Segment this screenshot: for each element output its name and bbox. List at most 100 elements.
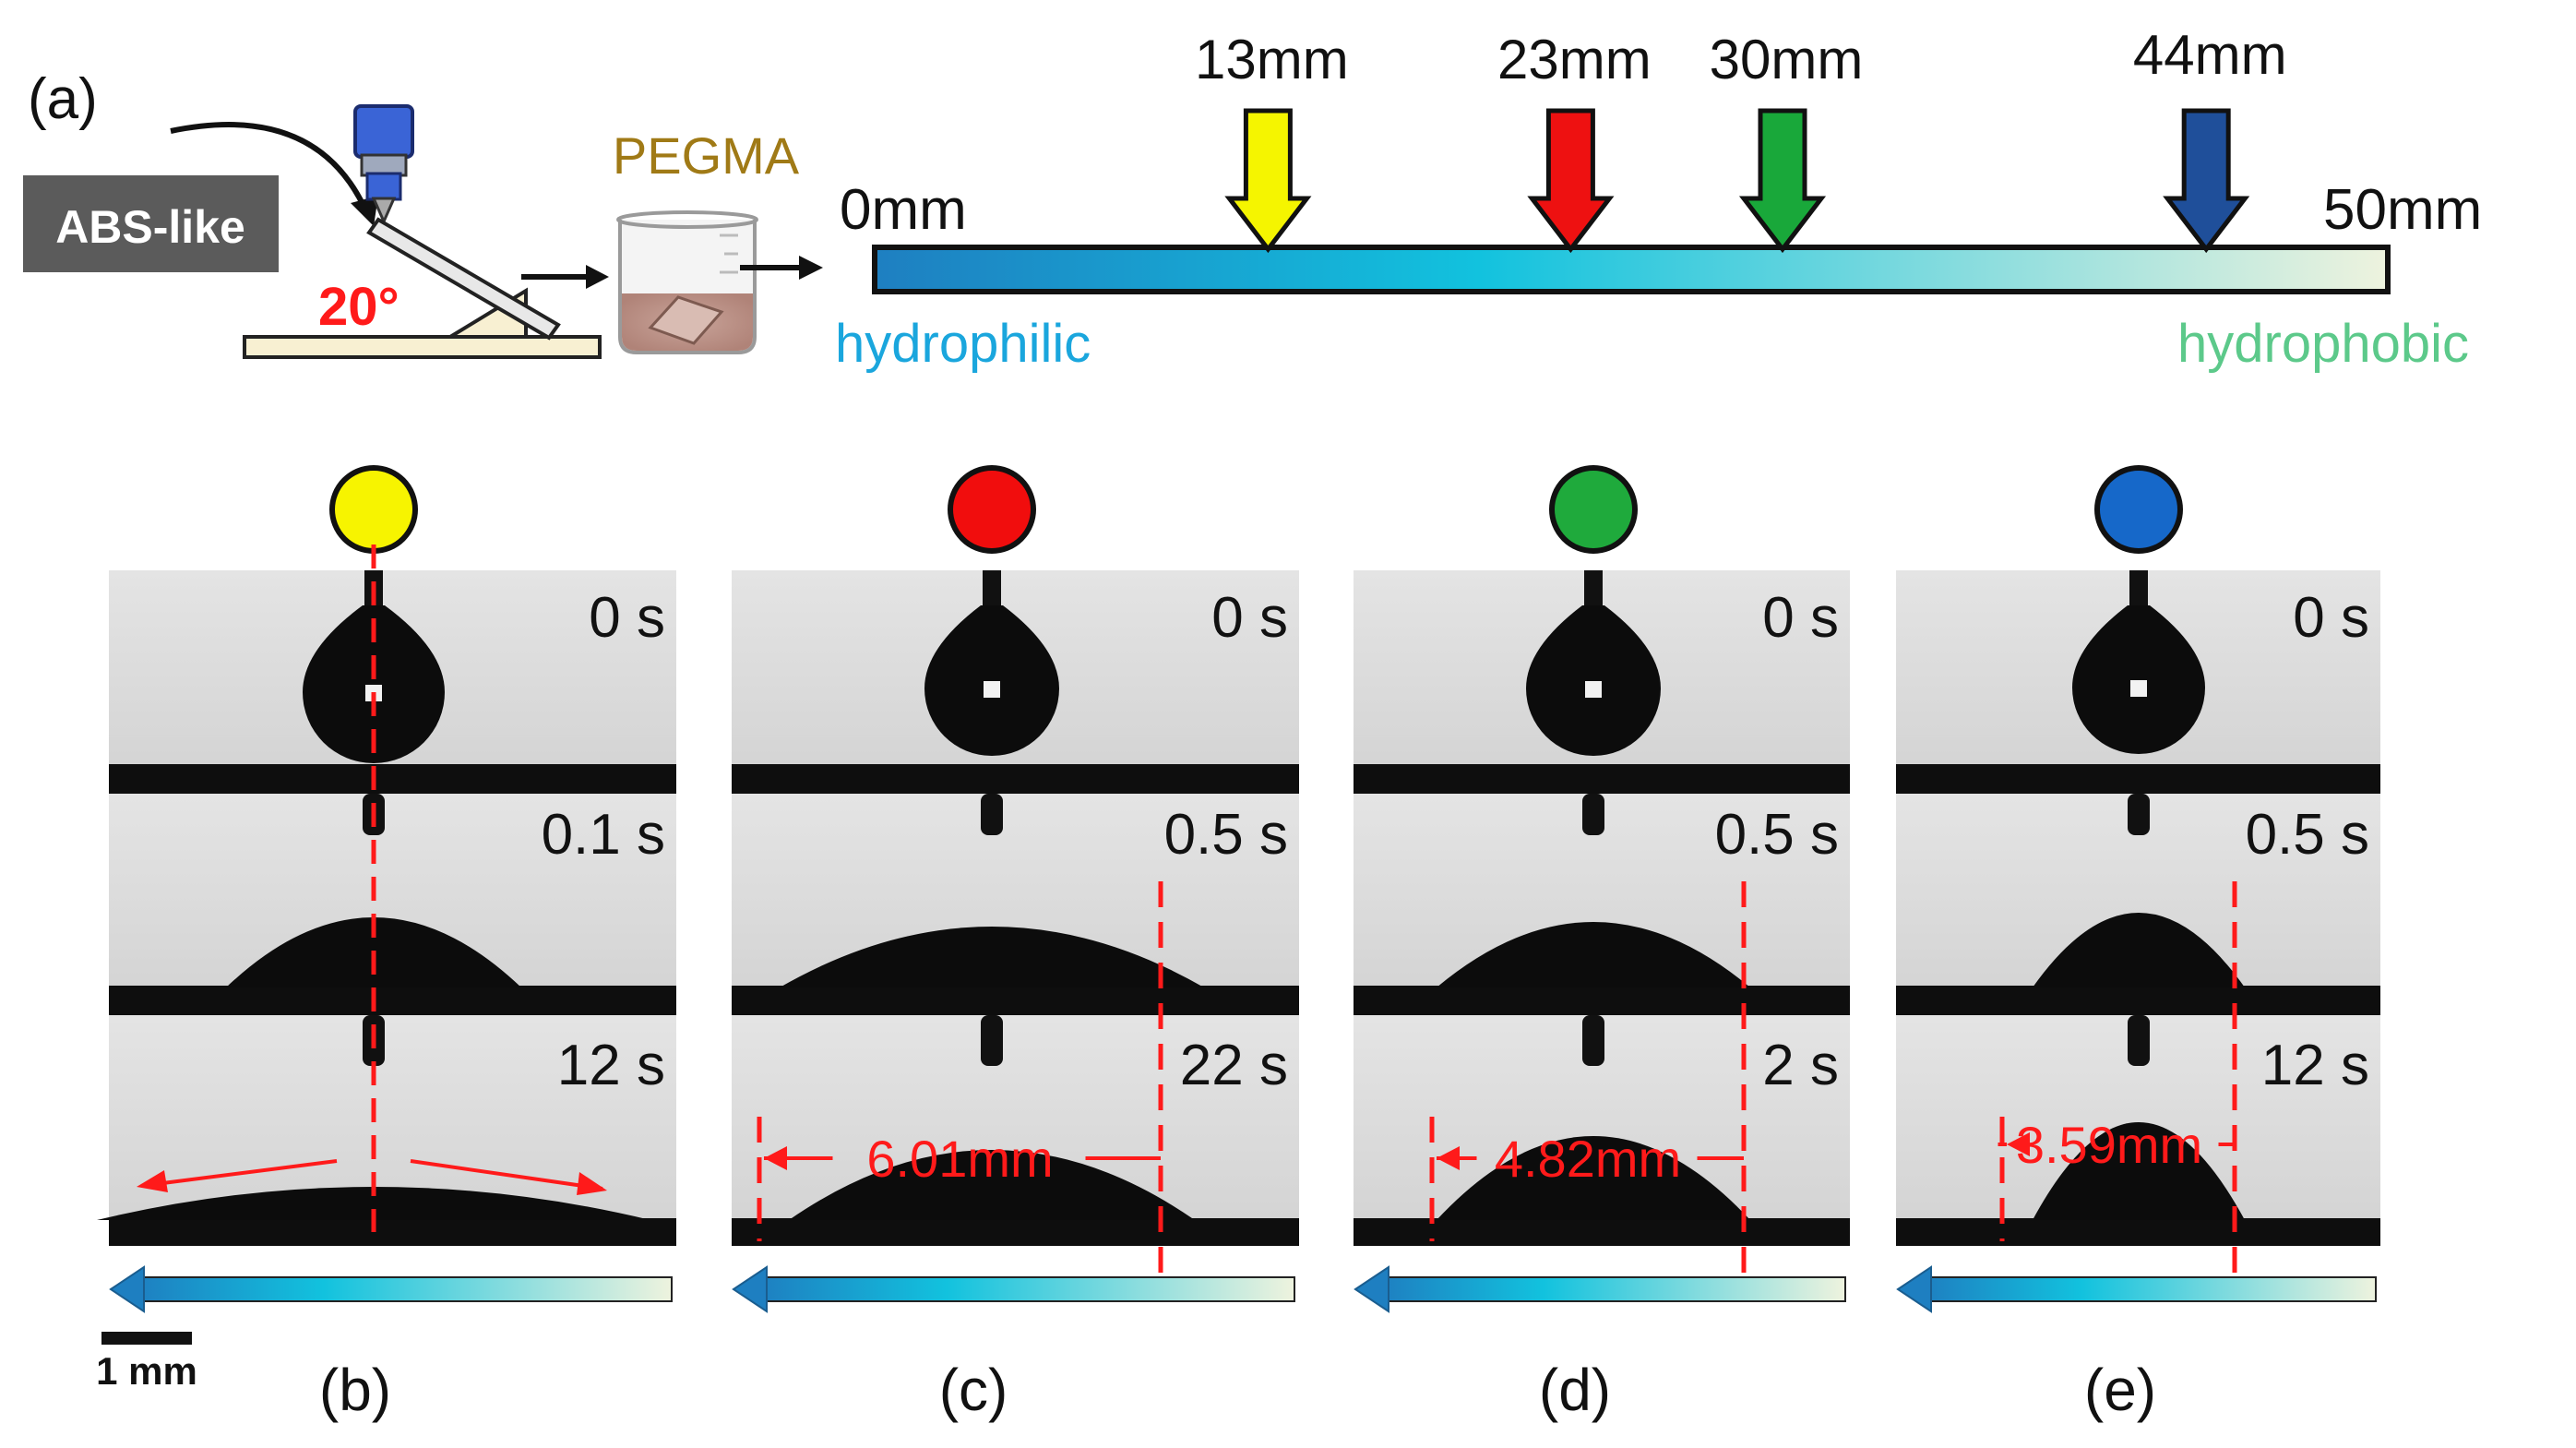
gradient-arrow	[1896, 1265, 2377, 1313]
pendant-droplet	[1526, 605, 1661, 756]
spread-arrow-right-head	[577, 1172, 607, 1195]
time-label: 0.5 s	[2246, 803, 2369, 867]
substrate	[1896, 764, 2380, 794]
substrate	[109, 986, 676, 1015]
hydrophobic-label: hydrophobic	[2177, 314, 2469, 374]
pegma-label: PEGMA	[613, 126, 800, 185]
substrate	[109, 1218, 676, 1246]
needle	[1582, 794, 1604, 835]
pendant-droplet	[924, 605, 1059, 756]
frame-3: 12 s	[97, 1015, 676, 1246]
angle-label: 20°	[318, 277, 400, 337]
marker-3: 30mm	[1710, 29, 1864, 254]
panel-label: (b)	[319, 1357, 391, 1423]
time-label: 0 s	[1211, 586, 1288, 650]
needle	[1582, 1015, 1604, 1066]
marker-arrow-1	[1224, 108, 1312, 254]
measure-arrow-head	[2007, 1132, 2030, 1156]
abs-like-label: ABS-like	[55, 201, 245, 253]
droplet-highlight	[2130, 680, 2147, 697]
sessile-droplet	[2033, 913, 2245, 987]
panel-c: 0 s0.5 s22 s(c)6.01mm	[732, 465, 1299, 1423]
marker-arrow-4	[2163, 108, 2250, 254]
panel-e: 0 s 0.5 s 12 s (e) 3.59mm	[1896, 465, 2380, 1423]
time-label: 12 s	[557, 1034, 665, 1097]
panel-label: (d)	[1539, 1357, 1611, 1423]
measure-arrow-head	[764, 1146, 787, 1170]
spread-arrow-right	[410, 1159, 603, 1191]
step-arrow-2-head	[799, 256, 823, 280]
time-label: 12 s	[2261, 1034, 2369, 1097]
panel-label: (e)	[2084, 1357, 2156, 1423]
spread-arrow-left-head	[137, 1170, 168, 1192]
strip-start-label: 0mm	[840, 178, 967, 242]
measure-arrow-head	[1437, 1146, 1460, 1170]
scale-bar-label: 1 mm	[96, 1349, 197, 1393]
substrate	[732, 764, 1299, 794]
abs-like-box	[23, 175, 279, 272]
substrate	[1354, 986, 1850, 1015]
annotations: 6.01mm	[757, 881, 1163, 1274]
wettability-strip	[872, 245, 2391, 294]
sessile-droplet	[1437, 922, 1750, 987]
marker-1: 13mm	[1195, 29, 1349, 254]
frame-2: 0.1 s	[109, 794, 676, 1015]
marker-label-3: 30mm	[1710, 29, 1864, 90]
needle	[981, 794, 1003, 835]
substrate	[1896, 1218, 2380, 1246]
needle	[2129, 570, 2148, 607]
needle	[2128, 1015, 2150, 1066]
droplet-highlight	[1585, 681, 1602, 698]
feed-arrow	[170, 122, 367, 209]
substrate	[1354, 1218, 1850, 1246]
panel-b: 0 s0.1 s12 s(b)	[97, 465, 676, 1423]
substrate	[1354, 764, 1850, 794]
measure-label: 4.82mm	[1495, 1130, 1681, 1188]
panel-d: 0 s 0.5 s 2 s (d) 4.82mm	[1354, 465, 1850, 1423]
panel-dot	[2094, 465, 2183, 554]
time-label: 0 s	[2293, 586, 2369, 650]
droplet-highlight	[984, 681, 1000, 698]
measure-label: 3.59mm	[2016, 1116, 2202, 1174]
sessile-droplet	[789, 1150, 1195, 1220]
frame-1: 0 s	[732, 570, 1299, 794]
frame-3: 2 s	[1354, 1015, 1850, 1246]
frame-3: 12 s	[1896, 1015, 2380, 1246]
marker-4: 44mm	[2133, 24, 2287, 254]
spread-arrow-left	[140, 1159, 338, 1188]
annotations: 3.59mm	[1998, 881, 2237, 1274]
needle	[2128, 794, 2150, 835]
panel-dot	[948, 465, 1036, 554]
time-label: 0 s	[1762, 586, 1839, 650]
measure-label: 6.01mm	[866, 1130, 1053, 1188]
feed-arrow-head	[351, 196, 378, 226]
panel-dot	[329, 465, 418, 554]
time-label: 0.1 s	[542, 803, 665, 867]
frame-2: 0.5 s	[732, 794, 1299, 1015]
time-label: 2 s	[1762, 1034, 1839, 1097]
hydrophilic-label: hydrophilic	[835, 314, 1091, 374]
frame-2: 0.5 s	[1896, 794, 2380, 1015]
position-markers: 13mm 23mm 30mm 44mm	[1195, 24, 2287, 254]
marker-label-1: 13mm	[1195, 29, 1349, 90]
pendant-droplet	[303, 605, 445, 763]
sessile-droplet	[780, 927, 1204, 987]
panel-a: (a) ABS-like 20° PEGMA	[23, 24, 2482, 374]
step-arrow-1-head	[586, 265, 609, 289]
time-label: 0.5 s	[1715, 803, 1839, 867]
frame-3: 22 s	[732, 1015, 1299, 1246]
panel-dot	[1549, 465, 1638, 554]
frame-1: 0 s	[1896, 570, 2380, 794]
sessile-droplet	[1437, 1136, 1750, 1220]
marker-label-2: 23mm	[1497, 29, 1652, 90]
gradient-arrow	[732, 1265, 1295, 1313]
marker-arrow-3	[1738, 108, 1827, 254]
marker-label-4: 44mm	[2133, 24, 2287, 86]
panel-a-label: (a)	[28, 67, 98, 131]
sessile-droplet	[97, 1187, 650, 1220]
substrate	[732, 986, 1299, 1015]
time-label: 22 s	[1180, 1034, 1288, 1097]
